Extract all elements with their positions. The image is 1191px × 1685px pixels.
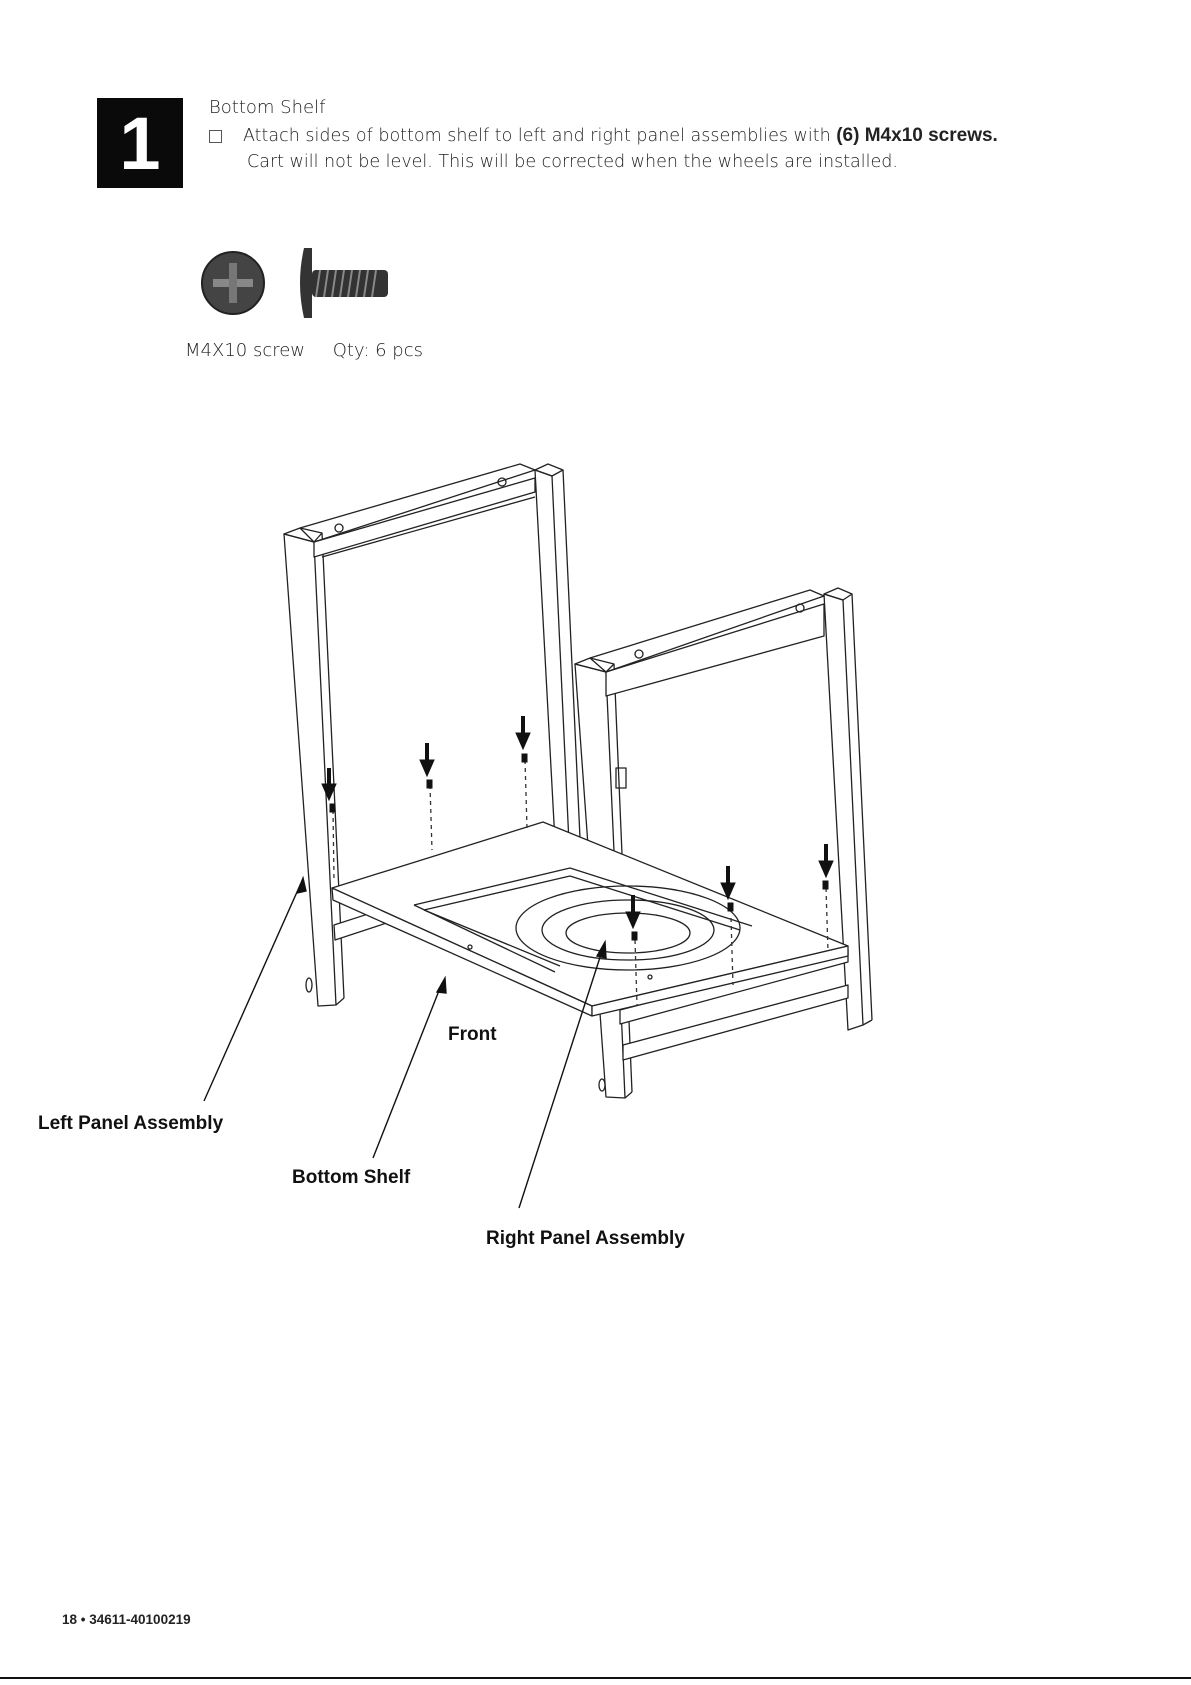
callout-bottom-shelf: Bottom Shelf [292, 1167, 410, 1189]
screw-arrow-icon [516, 716, 530, 762]
callout-front: Front [448, 1024, 497, 1046]
bottom-divider [0, 1677, 1191, 1679]
screw-side-icon [300, 248, 388, 318]
right-panel-assembly [575, 588, 872, 1098]
callout-left-panel: Left Panel Assembly [38, 1113, 223, 1135]
callout-right-panel: Right Panel Assembly [486, 1228, 685, 1250]
screw-arrow-icon [420, 743, 434, 788]
screw-arrow-icon [819, 844, 833, 889]
page-footer: 18 • 34611-40100219 [62, 1612, 191, 1627]
screw-head-icon [202, 252, 264, 314]
